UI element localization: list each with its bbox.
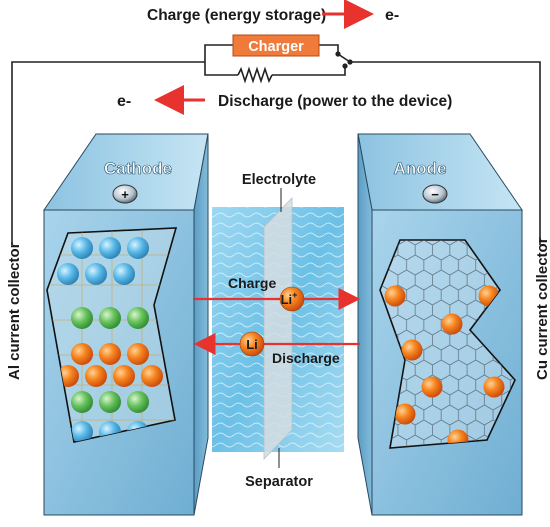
- charger-branch: [204, 44, 233, 62]
- li-ion-label: Li+: [281, 290, 298, 307]
- cathode-terminal-icon: [112, 184, 138, 204]
- resistor-branch-right: [272, 66, 346, 76]
- li-atom-sphere: [239, 331, 265, 357]
- anode-li-atoms: [384, 285, 505, 448]
- external-circuit: [11, 44, 541, 245]
- left-wire: [11, 61, 205, 245]
- switch-contact-bottom: [342, 63, 348, 69]
- switch-contact-top: [335, 51, 341, 57]
- cu-collector-label: Cu current collector: [534, 237, 550, 380]
- cathode-green-atoms: [71, 307, 149, 413]
- resistor-branch: [204, 62, 238, 76]
- cathode-block: Cathode +: [43, 133, 209, 516]
- charge-title: Charge (energy storage): [147, 7, 326, 24]
- resistor-icon: [237, 66, 273, 84]
- cathode-title: Cathode: [104, 159, 172, 178]
- al-collector-label: Al current collector: [6, 242, 23, 380]
- right-wire: [350, 61, 541, 245]
- discharge-title: Discharge (power to the device): [218, 93, 452, 110]
- anode-terminal-sign: −: [431, 187, 439, 202]
- charger-branch-right: [319, 44, 339, 54]
- switch-pivot: [347, 59, 353, 65]
- anode-terminal-icon: [422, 184, 448, 204]
- li-atom-label: Li: [246, 337, 258, 352]
- charger-label: Charger: [248, 39, 304, 55]
- charger-box: [232, 34, 320, 57]
- li-ion-charge: +: [292, 290, 297, 300]
- li-ion-sphere: [279, 286, 305, 312]
- electrolyte-label: Electrolyte: [242, 172, 316, 188]
- electrolyte-region: [212, 188, 344, 468]
- discharge-flow-label: Discharge: [272, 350, 340, 366]
- charge-flow-label: Charge: [228, 275, 276, 291]
- anode-block: Anode −: [357, 133, 523, 516]
- charge-electron-label: e-: [385, 7, 399, 24]
- ion-flow: Li+ Li: [193, 286, 361, 357]
- discharge-electron-label: e-: [117, 93, 131, 110]
- separator-membrane: [263, 197, 293, 460]
- separator-label: Separator: [245, 474, 313, 490]
- anode-title: Anode: [394, 159, 447, 178]
- cathode-terminal-sign: +: [121, 187, 129, 202]
